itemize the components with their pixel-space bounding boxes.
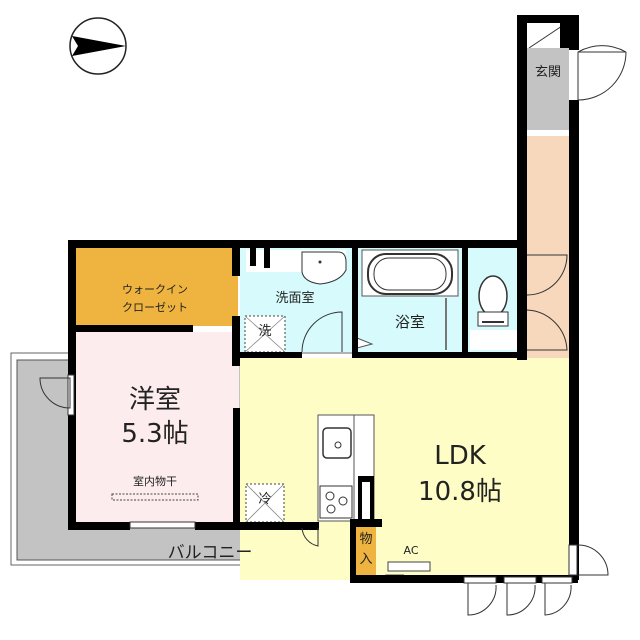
- walk-in-closet-label-line1: ウォークイン: [122, 283, 188, 296]
- western-room-label: 洋室: [128, 385, 181, 415]
- sink-icon: [322, 427, 352, 459]
- ldk-label: LDK: [434, 441, 486, 471]
- genkan-floor: [527, 48, 569, 130]
- ac-unit: [387, 561, 431, 572]
- washer-label: 洗: [258, 324, 272, 339]
- western-room-size: 5.3帖: [121, 419, 189, 449]
- western-room-floor: [75, 332, 239, 524]
- windows: [67, 374, 578, 584]
- ldk-floor: [240, 358, 573, 580]
- storage-floor: [356, 527, 376, 579]
- storage-label-line2: 入: [359, 552, 373, 567]
- fridge-label: 冷: [258, 492, 272, 507]
- genkan-label: 玄関: [534, 65, 561, 80]
- indoor-drying-rack: [111, 493, 199, 501]
- walk-in-closet-floor: [75, 248, 238, 326]
- storage-label-line1: 物: [359, 532, 373, 547]
- hallway-floor: [527, 136, 569, 358]
- washroom-label: 洗面室: [275, 291, 315, 306]
- western-room-note: 室内物干: [133, 475, 177, 488]
- balcony-label: バルコニー: [167, 543, 253, 563]
- ac-label: AC: [403, 544, 419, 557]
- doors: [39, 45, 627, 616]
- toilet-icon: [478, 275, 508, 317]
- walk-in-closet-label-line2: クローゼット: [122, 301, 188, 314]
- stove-icon: [325, 491, 335, 501]
- bathroom-label: 浴室: [394, 313, 425, 331]
- north-arrow-icon: [69, 17, 127, 75]
- ldk-size: 10.8帖: [418, 477, 502, 507]
